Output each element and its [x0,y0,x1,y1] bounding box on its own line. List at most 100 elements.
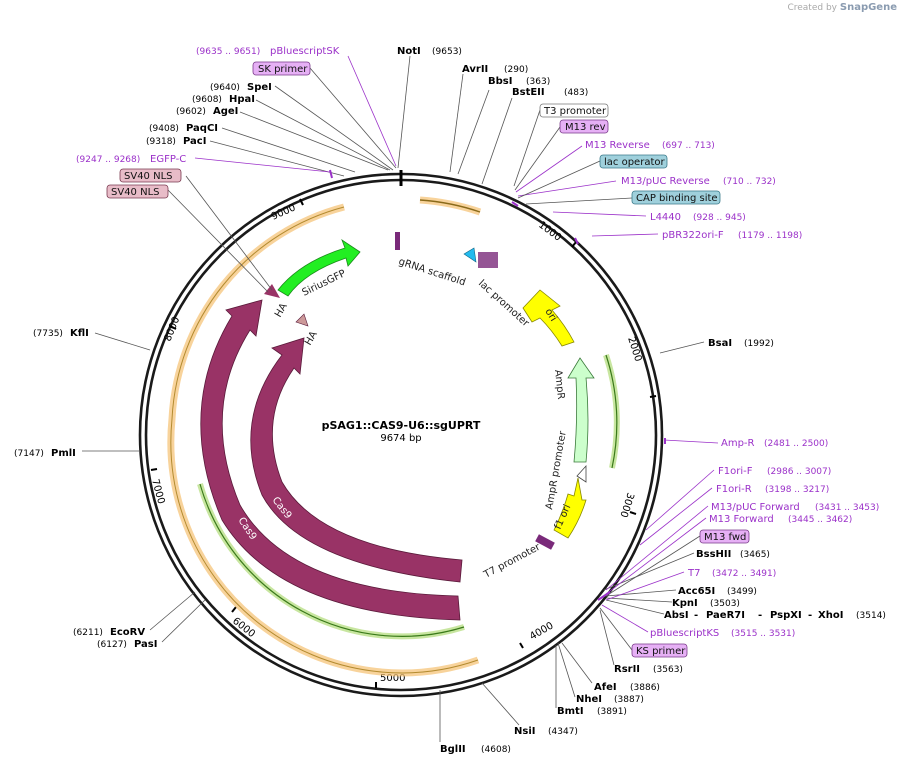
primer-leader-line [591,233,659,237]
enzyme-position: (9602) [176,107,206,117]
feature-amppro-label: AmpR promoter [544,429,569,510]
enzyme-name[interactable]: XhoI [818,610,843,621]
enzyme-position: (4608) [481,745,511,755]
primer-position: (3472 .. 3491) [712,569,776,579]
tag-label[interactable]: T3 promoter [543,106,607,117]
primer-name[interactable]: M13/pUC Forward [711,502,800,513]
enzyme-name[interactable]: NheI [576,694,602,705]
orf-track-green-right-line [605,354,618,469]
primer-name[interactable]: F1ori-R [716,484,752,495]
plasmid-length: 9674 bp [380,433,421,444]
enzyme-name[interactable]: KpnI [672,598,698,609]
tick-mark [571,241,577,248]
promoter-cluster [478,252,498,268]
tag-label[interactable]: SV40 NLS [124,171,173,182]
enzyme-position: (9608) [192,95,222,105]
enzyme-position: (3499) [727,587,757,597]
leader-line [605,597,673,603]
feature-ori[interactable]: ori [522,289,575,347]
feature-label: AmpR [552,369,566,400]
enzyme-name[interactable]: AbsI [664,610,689,621]
tick-mark [169,325,177,330]
enzyme-name[interactable]: BbsI [488,76,512,87]
primer-position: (3515 .. 3531) [731,629,795,639]
enzyme-name[interactable]: PaqCI [186,123,218,134]
enzyme-position: (4347) [548,727,578,737]
enzyme-name[interactable]: HpaI [229,94,255,105]
tag-box [599,154,668,169]
primer-name[interactable]: Amp-R [721,438,755,449]
feature-ampr[interactable]: AmpR [552,357,595,463]
enzyme-name[interactable]: SpeI [247,82,272,93]
primer-name[interactable]: pBluescriptKS [650,628,719,639]
enzyme-name[interactable]: PasI [134,639,157,650]
enzyme-name[interactable]: BglII [440,744,466,755]
leader-line [255,99,391,171]
leader-line [561,642,593,684]
orf-track-outer-line [170,206,479,674]
enzyme-name[interactable]: BssHII [696,549,731,560]
leader-line [481,97,513,185]
tag-label[interactable]: SK primer [258,64,308,75]
feature-label: HA [303,329,320,347]
tag-leader-line [309,67,397,169]
enzyme-name[interactable]: AgeI [213,106,238,117]
feature-tags: SK primer T3 promoter M13 rev lac operat… [106,61,750,658]
enzyme-name[interactable]: BmtI [557,706,584,717]
primer-name[interactable]: M13 Forward [709,514,774,525]
primer-leader-line [517,180,617,197]
enzyme-name[interactable]: RsrII [614,664,640,675]
enzyme-name[interactable]: EcoRV [110,627,145,638]
siriusgfp-arrow [277,238,361,297]
enzyme-position: (483) [564,88,588,98]
primer-position: (3445 .. 3462) [788,515,852,525]
leader-line [449,73,464,173]
leader-line [481,682,520,726]
enzyme-position: (290) [504,65,528,75]
tag-label[interactable]: SV40 NLS [111,187,160,198]
enzyme-name[interactable]: AvrII [462,64,488,75]
enzyme-name[interactable]: PaeR7I [706,610,745,621]
tag-leader-line [513,109,541,187]
leader-line [221,127,356,173]
primer-position: (697 .. 713) [662,141,715,151]
feature-lac-label: lac promoter [476,278,532,330]
enzyme-name[interactable]: BstEII [512,87,545,98]
tag-leaders [167,67,701,651]
enzyme-name[interactable]: BsaI [708,338,732,349]
primer-name[interactable]: F1ori-F [718,466,753,477]
enzyme-name[interactable]: NsiI [514,726,535,737]
primer-name[interactable]: T7 [687,568,700,579]
tag-label[interactable]: CAP binding site [636,193,718,204]
tag-label[interactable]: lac operator [604,157,665,168]
tag-label[interactable]: KS primer [636,646,686,657]
enzyme-name[interactable]: KflI [70,328,89,339]
enzyme-name[interactable]: AfeI [594,682,617,693]
primer-name[interactable]: EGFP-C [150,154,186,165]
enzyme-name[interactable]: NotI [397,46,421,57]
leader-line [274,85,394,171]
tag-leader-line [605,535,701,597]
primer-leader-line [347,55,397,167]
enzyme-name[interactable]: PacI [183,136,206,147]
tag-label[interactable]: M13 fwd [704,532,746,543]
enzyme-name[interactable]: PspXI [770,610,802,621]
primer-name[interactable]: M13 Reverse [585,140,650,151]
primer-position: (9635 .. 9651) [196,47,260,57]
enzyme-name[interactable]: Acc65I [678,586,715,597]
tick-mark [629,511,637,515]
primer-name[interactable]: pBluescriptSK [270,46,340,57]
primer-name[interactable]: pBR322ori-F [662,230,724,241]
tag-label[interactable]: M13 rev [565,122,606,133]
primer-name[interactable]: L4440 [650,212,681,223]
enzyme-name[interactable]: PmlI [51,448,76,459]
tick-label: 9000 [270,202,298,222]
tag-box [106,184,169,199]
primer-name[interactable]: M13/pUC Reverse [621,176,710,187]
primer-leader-line [663,439,719,444]
tag-box [559,119,609,134]
primer-leader-line [601,604,649,633]
primer-leader-line [605,517,707,595]
feature-cas9-inner[interactable]: Cas9 [250,337,463,583]
feature-siriusgfp[interactable]: SiriusGFP [277,238,361,299]
